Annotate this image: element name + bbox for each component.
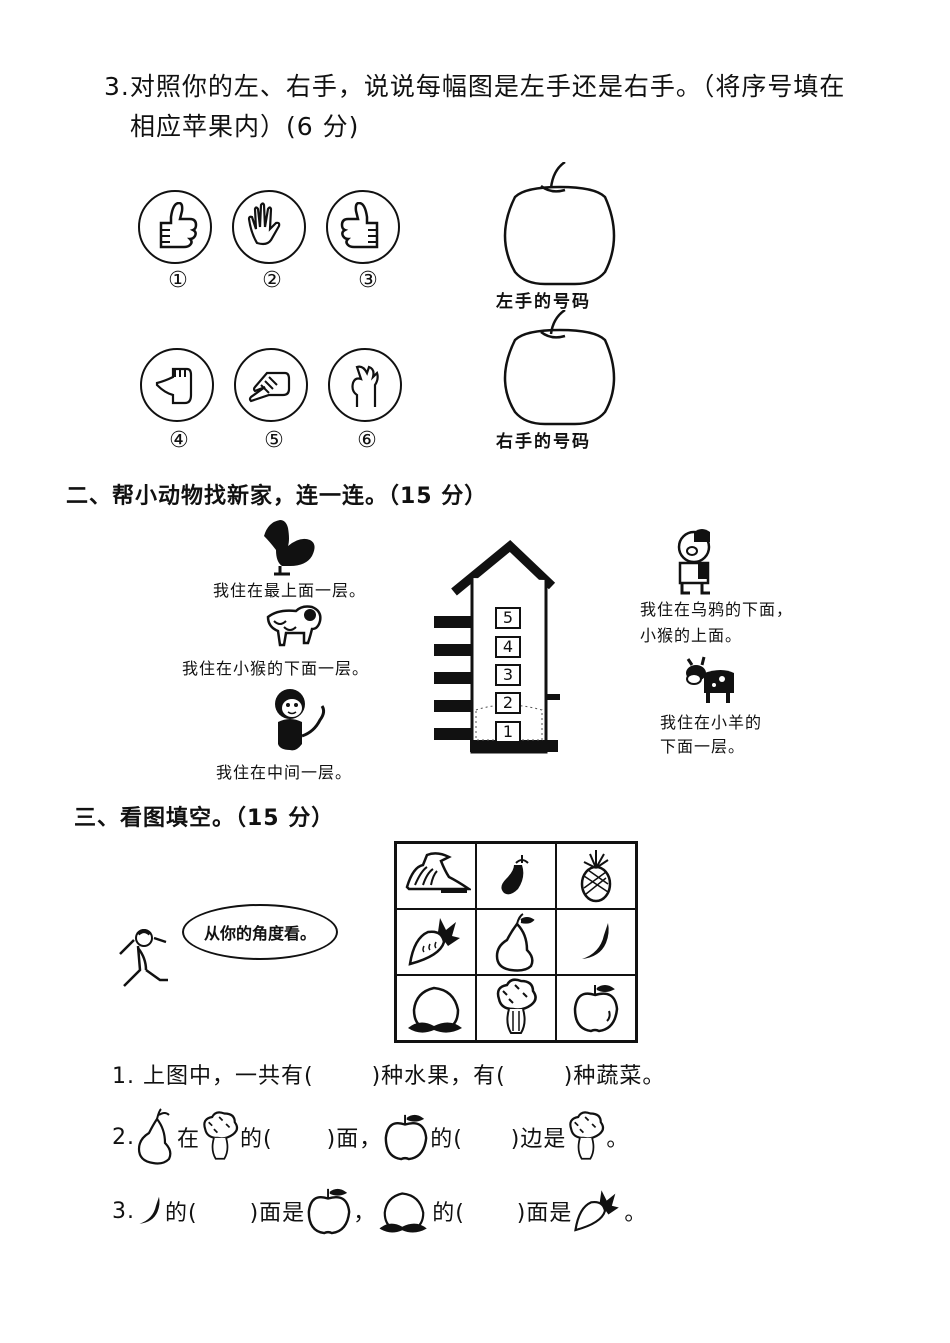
- hand-5-number: ⑤: [264, 428, 284, 453]
- right-hand-apple-icon[interactable]: [495, 310, 625, 430]
- fill-q2-part-a: 在: [177, 1127, 201, 1152]
- fill-q2-part-c: )面，: [326, 1127, 383, 1152]
- radish-icon: [574, 1190, 620, 1232]
- fill-q2-part-e: )边是: [510, 1127, 567, 1152]
- q3-line2: 相应苹果内）(6 分): [130, 112, 360, 141]
- produce-grid: [394, 841, 638, 1043]
- crossed-fingers-hand-icon: [351, 365, 379, 407]
- grid-cell-broccoli: [476, 975, 556, 1041]
- chili-pepper-icon: [582, 923, 609, 959]
- crow-icon[interactable]: [260, 518, 320, 580]
- hand-6-number: ⑥: [357, 428, 377, 453]
- pointing-hand-icon: [248, 371, 291, 403]
- pig-text-line1: 我住在乌鸦的下面，: [640, 600, 794, 619]
- apple-icon: [573, 985, 619, 1033]
- radish-icon: [408, 918, 460, 966]
- peach-icon: [408, 986, 462, 1033]
- fill-q3-number: 3.: [112, 1198, 135, 1224]
- crow-text: 我住在最上面一层。: [213, 581, 367, 600]
- fill-q3-part-e: )面是: [516, 1201, 573, 1226]
- hand-1-image: [138, 190, 212, 264]
- fill-q2: 2. 在 的( )面， 的( )边是 。: [112, 1106, 629, 1168]
- grid-cell-pineapple: [556, 843, 636, 909]
- fill-q2-part-f: 。: [606, 1127, 630, 1152]
- floor-4[interactable]: 4: [495, 636, 521, 658]
- pear-icon: [495, 913, 535, 972]
- broccoli-icon: [569, 1111, 605, 1160]
- grid-cell-eggplant: [476, 843, 556, 909]
- fill-q2-number: 2.: [112, 1124, 135, 1150]
- pineapple-icon: [580, 850, 612, 903]
- broccoli-icon: [496, 978, 537, 1034]
- fill-q1-part-c: )种蔬菜。: [563, 1064, 666, 1089]
- fill-q3: 3. 的( )面是 ， 的( )面是 。: [112, 1180, 647, 1242]
- hand-2-image: [232, 190, 306, 264]
- pig-icon[interactable]: [670, 527, 722, 599]
- fill-q3-part-c: ，: [353, 1201, 377, 1226]
- fill-q3-part-f: 。: [624, 1201, 648, 1226]
- thumb-out-fist-hand-icon: [155, 367, 193, 405]
- grid-cell-pear: [476, 909, 556, 975]
- hand-4-number: ④: [169, 428, 189, 453]
- eggplant-icon: [501, 855, 529, 895]
- climbing-boy-icon: [119, 929, 168, 987]
- floor-2[interactable]: 2: [495, 692, 521, 714]
- apple-icon: [384, 1114, 428, 1161]
- q3-line1: 3.对照你的左、右手，说说每幅图是左手还是右手。（将序号填在: [104, 72, 846, 101]
- hand-6-image: [328, 348, 402, 422]
- thumbs-up-hand-icon: [340, 202, 379, 249]
- broccoli-icon: [203, 1111, 239, 1160]
- sheep-icon[interactable]: [262, 605, 324, 653]
- fill-q3-part-d: 的(: [432, 1201, 465, 1226]
- fill-q1-part-b: )种水果，有(: [371, 1064, 506, 1089]
- floor-3[interactable]: 3: [495, 664, 521, 686]
- hand-5-image: [234, 348, 308, 422]
- pig-text-line2: 小猴的上面。: [640, 626, 743, 645]
- hand-3-number: ③: [358, 268, 378, 293]
- grid-cell-chili-pepper: [556, 909, 636, 975]
- fill-q2-part-d: 的(: [430, 1127, 463, 1152]
- grid-cell-peach: [396, 975, 476, 1041]
- cow-icon[interactable]: [682, 655, 738, 707]
- monkey-icon[interactable]: [268, 686, 328, 756]
- floor-5[interactable]: 5: [495, 607, 521, 629]
- cow-text-line2: 下面一层。: [660, 737, 746, 756]
- right-hand-apple-label: 右手的号码: [496, 432, 591, 452]
- chili-pepper-icon: [139, 1196, 160, 1224]
- grid-cell-cabbage: [396, 843, 476, 909]
- building-icon: [434, 540, 560, 754]
- cow-text-line1: 我住在小羊的: [660, 713, 763, 732]
- fill-q1: 1. 上图中，一共有( )种水果，有( )种蔬菜。: [112, 1058, 665, 1090]
- pear-icon: [137, 1108, 172, 1165]
- fill-q3-part-a: 的(: [165, 1201, 198, 1226]
- hand-2-number: ②: [262, 268, 282, 293]
- fill-q2-part-b: 的(: [240, 1127, 273, 1152]
- peach-icon: [379, 1192, 427, 1233]
- hand-1-number: ①: [168, 268, 188, 293]
- floor-1[interactable]: 1: [495, 721, 521, 743]
- section-2-title: 二、帮小动物找新家，连一连。（15 分）: [66, 484, 488, 509]
- sheep-text: 我住在小猴的下面一层。: [182, 659, 370, 678]
- left-hand-apple-icon[interactable]: [495, 162, 625, 292]
- grid-cell-radish: [396, 909, 476, 975]
- grid-cell-apple: [556, 975, 636, 1041]
- open-palm-hand-icon: [247, 202, 281, 246]
- apple-icon: [307, 1188, 351, 1235]
- cabbage-icon: [405, 852, 471, 893]
- speech-bubble: 从你的角度看。: [182, 904, 338, 960]
- fill-q1-part-a: 1. 上图中，一共有(: [112, 1064, 314, 1089]
- thumbs-up-hand-icon: [159, 202, 198, 249]
- hand-3-image: [326, 190, 400, 264]
- left-hand-apple-label: 左手的号码: [496, 292, 591, 312]
- section-3-title: 三、看图填空。（15 分）: [74, 806, 335, 831]
- hand-4-image: [140, 348, 214, 422]
- fill-q3-part-b: )面是: [249, 1201, 306, 1226]
- monkey-text: 我住在中间一层。: [216, 763, 353, 782]
